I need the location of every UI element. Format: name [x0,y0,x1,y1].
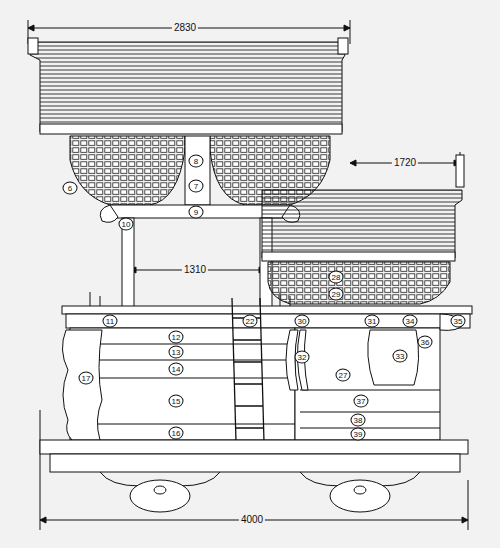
dimension-value: 1720 [392,158,418,168]
callout-number: 13 [169,346,184,359]
callout-number: 17 [79,372,94,385]
callout-number: 22 [243,315,258,328]
callout-number: 37 [354,395,369,408]
callout-number: 31 [365,315,380,328]
ladder [232,298,264,442]
callout-number: 38 [351,414,366,427]
callout-number: 30 [295,315,310,328]
callout-number: 16 [169,427,184,440]
callout-number: 15 [169,395,184,408]
callout-number: 36 [418,336,433,349]
callout-number: 33 [393,350,408,363]
callout-number: 39 [351,428,366,441]
dimension-value: 4000 [239,515,265,525]
callout-number: 11 [103,315,118,328]
callout-number: 8 [189,155,204,168]
callout-number: 10 [119,218,134,231]
callout-number: 6 [63,182,78,195]
base-and-wheels [40,440,468,512]
callout-number: 7 [189,180,204,193]
callout-number: 27 [336,369,351,382]
dimension-value: 2830 [172,23,198,33]
callout-number: 12 [169,331,184,344]
callout-number: 14 [169,363,184,376]
lower-roof [262,155,464,304]
callout-number: 35 [451,315,466,328]
float-body [62,292,472,440]
callout-number: 34 [403,315,418,328]
dimension-lines [28,20,468,530]
dimension-value: 1310 [182,265,208,275]
callout-number: 28 [329,271,344,284]
callout-number: 32 [295,351,310,364]
callout-number: 9 [189,206,204,219]
callout-number: 29 [329,288,344,301]
